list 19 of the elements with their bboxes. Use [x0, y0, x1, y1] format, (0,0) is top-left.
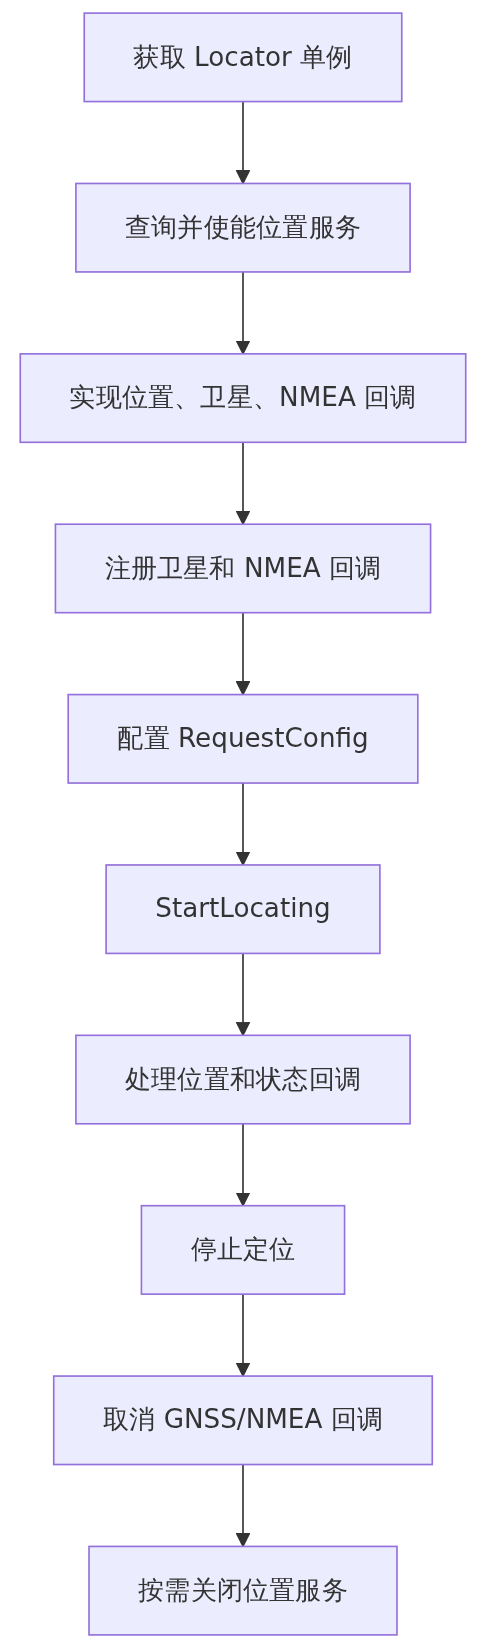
- arrow: [235, 271, 251, 355]
- arrow: [235, 1293, 251, 1377]
- arrow: [235, 441, 251, 525]
- arrow: [235, 1463, 251, 1548]
- arrow: [235, 952, 251, 1036]
- arrow: [235, 611, 251, 696]
- node-box: 取消 GNSS/NMEA 回调: [52, 1375, 434, 1466]
- node-box: 处理位置和状态回调: [75, 1034, 411, 1125]
- node-box: 配置 RequestConfig: [67, 693, 419, 784]
- arrow: [235, 100, 251, 185]
- arrow: [235, 782, 251, 866]
- node-box: 实现位置、卫星、NMEA 回调: [19, 353, 467, 444]
- node-box: 按需关闭位置服务: [88, 1545, 398, 1636]
- arrow: [235, 1122, 251, 1207]
- node-box: StartLocating: [105, 864, 381, 955]
- node-box: 停止定位: [140, 1204, 346, 1295]
- node-box: 查询并使能位置服务: [75, 182, 411, 273]
- node-box: 注册卫星和 NMEA 回调: [54, 523, 432, 614]
- node-box: 获取 Locator 单例: [83, 12, 403, 103]
